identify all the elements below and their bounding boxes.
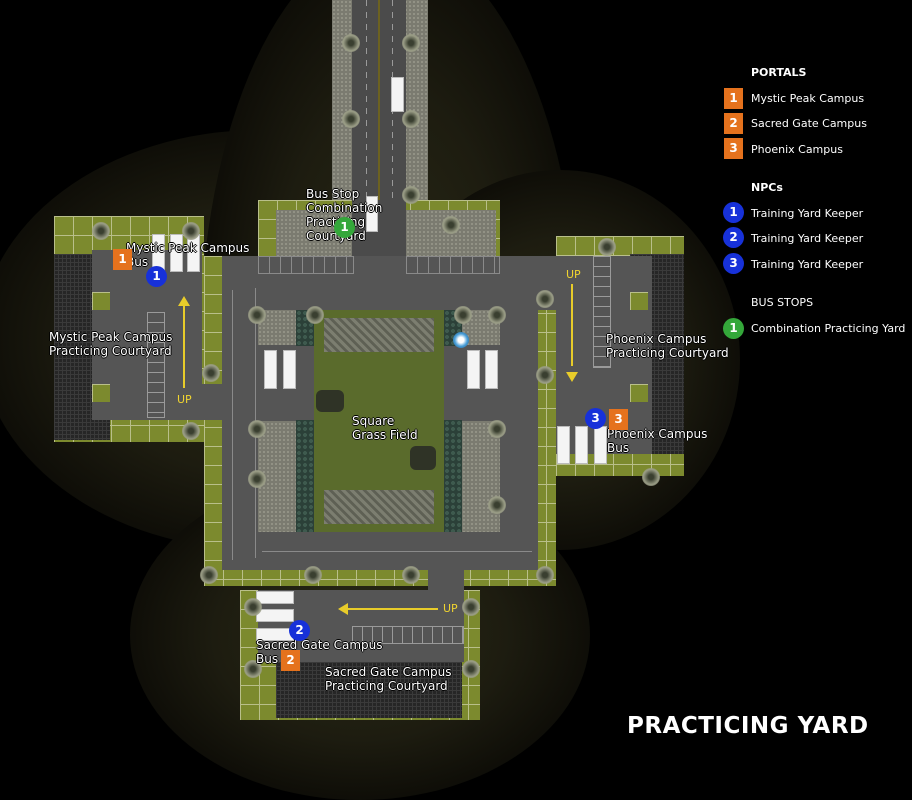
arrow-head-icon xyxy=(178,296,190,306)
label-bus-stop: Bus Stop Combination Practicing Courtyar… xyxy=(306,187,383,243)
direction-label-up: UP xyxy=(177,393,192,406)
npc-marker-1[interactable]: 1 xyxy=(146,266,167,287)
legend-portal-icon-1: 1 xyxy=(724,88,743,109)
legend-bus-stop-icon-1: 1 xyxy=(723,318,744,339)
direction-label-up: UP xyxy=(443,602,458,615)
bus-vehicle xyxy=(575,426,588,464)
arrow-head-icon xyxy=(566,372,578,382)
legend-heading-portals: PORTALS xyxy=(751,66,807,79)
legend-bus-stop-label-1: Combination Practicing Yard xyxy=(751,322,906,335)
legend-npc-label-1: Training Yard Keeper xyxy=(751,207,864,220)
npc-marker-2[interactable]: 2 xyxy=(289,620,310,641)
legend: PORTALS 1 Mystic Peak Campus 2 Sacred Ga… xyxy=(720,0,912,360)
legend-portal-icon-2: 2 xyxy=(724,113,743,134)
sacred-courtyard-floor xyxy=(276,662,462,718)
bus-vehicle xyxy=(283,350,296,389)
legend-npc-icon-1: 1 xyxy=(723,202,744,223)
legend-npc-icon-3: 3 xyxy=(723,253,744,274)
portal-marker-2[interactable]: 2 xyxy=(281,650,300,671)
legend-npc-label-3: Training Yard Keeper xyxy=(751,258,864,271)
portal-marker-3[interactable]: 3 xyxy=(609,409,628,430)
label-mystic-bus: Mystic Peak Campus Bus xyxy=(126,241,250,269)
bus-vehicle xyxy=(391,77,404,112)
label-square: Square Grass Field xyxy=(352,414,418,442)
npc-marker-3[interactable]: 3 xyxy=(585,408,606,429)
teleport-icon[interactable] xyxy=(453,332,469,348)
bus-vehicle xyxy=(170,234,183,272)
legend-heading-npcs: NPCs xyxy=(751,181,783,194)
legend-npc-icon-2: 2 xyxy=(723,227,744,248)
bus-stop-marker-1[interactable]: 1 xyxy=(334,217,355,238)
legend-portal-label-1: Mystic Peak Campus xyxy=(751,92,865,105)
bus-vehicle xyxy=(485,350,498,389)
label-mystic-courtyard: Mystic Peak Campus Practicing Courtyard xyxy=(49,330,173,358)
west-connector-road xyxy=(165,384,223,420)
legend-heading-bus-stops: BUS STOPS xyxy=(751,296,814,309)
ring-road-left xyxy=(222,256,258,570)
legend-portal-icon-3: 3 xyxy=(724,138,743,159)
bus-vehicle xyxy=(467,350,480,389)
bus-vehicle xyxy=(256,609,294,622)
direction-arrow-left-south xyxy=(348,608,438,610)
label-sacred-bus: Sacred Gate Campus Bus xyxy=(256,638,383,666)
label-phoenix-bus: Phoenix Campus Bus xyxy=(607,427,708,455)
direction-arrow-up-west xyxy=(183,306,185,388)
bus-vehicle xyxy=(264,350,277,389)
portal-marker-1[interactable]: 1 xyxy=(113,249,132,270)
arrow-head-icon xyxy=(338,603,348,615)
label-sacred-courtyard: Sacred Gate Campus Practicing Courtyard xyxy=(325,665,452,693)
map-area: UP UP UP Mystic Peak Campus Practicing C… xyxy=(0,0,740,800)
bus-vehicle xyxy=(594,426,607,464)
legend-portal-label-2: Sacred Gate Campus xyxy=(751,117,867,130)
ring-road-right xyxy=(500,256,538,570)
legend-npc-label-2: Training Yard Keeper xyxy=(751,232,864,245)
map-title: PRACTICING YARD xyxy=(627,713,869,739)
label-phoenix-courtyard: Phoenix Campus Practicing Courtyard xyxy=(606,332,729,360)
bus-vehicle xyxy=(366,196,378,232)
legend-portal-label-3: Phoenix Campus xyxy=(751,143,843,156)
direction-arrow-down-east xyxy=(571,284,573,366)
bus-vehicle xyxy=(557,426,570,464)
direction-label-up: UP xyxy=(566,268,581,281)
bus-vehicle xyxy=(256,591,294,604)
